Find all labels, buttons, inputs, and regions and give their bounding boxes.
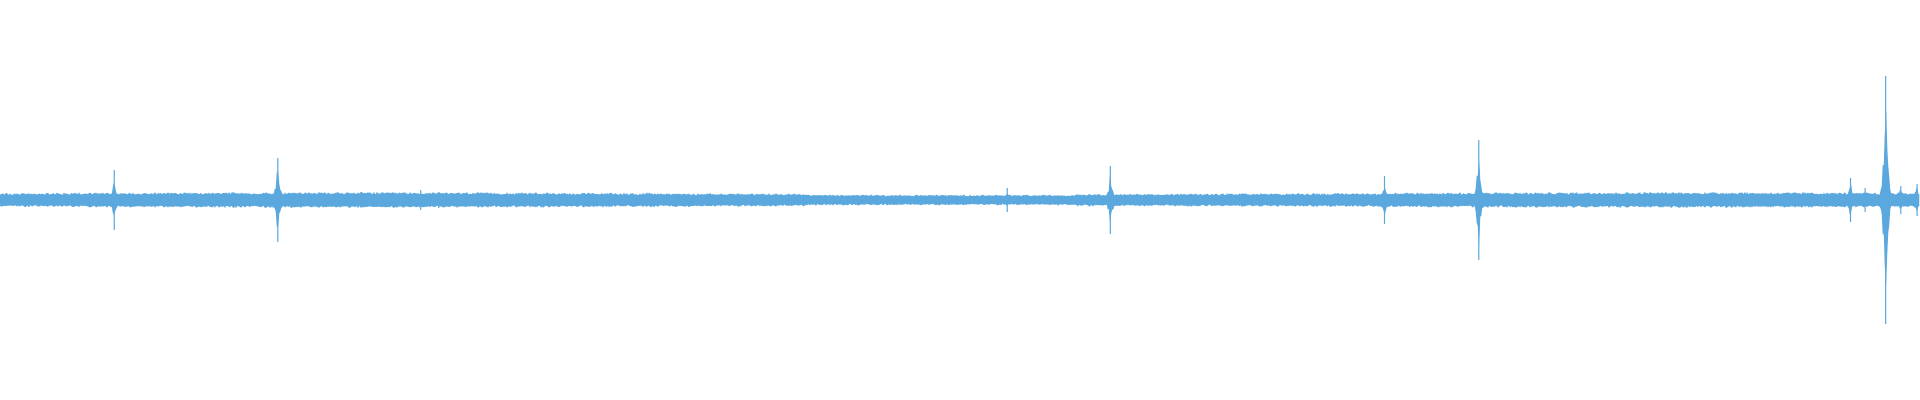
waveform-series bbox=[0, 76, 1920, 324]
waveform-envelope bbox=[0, 110, 1920, 284]
